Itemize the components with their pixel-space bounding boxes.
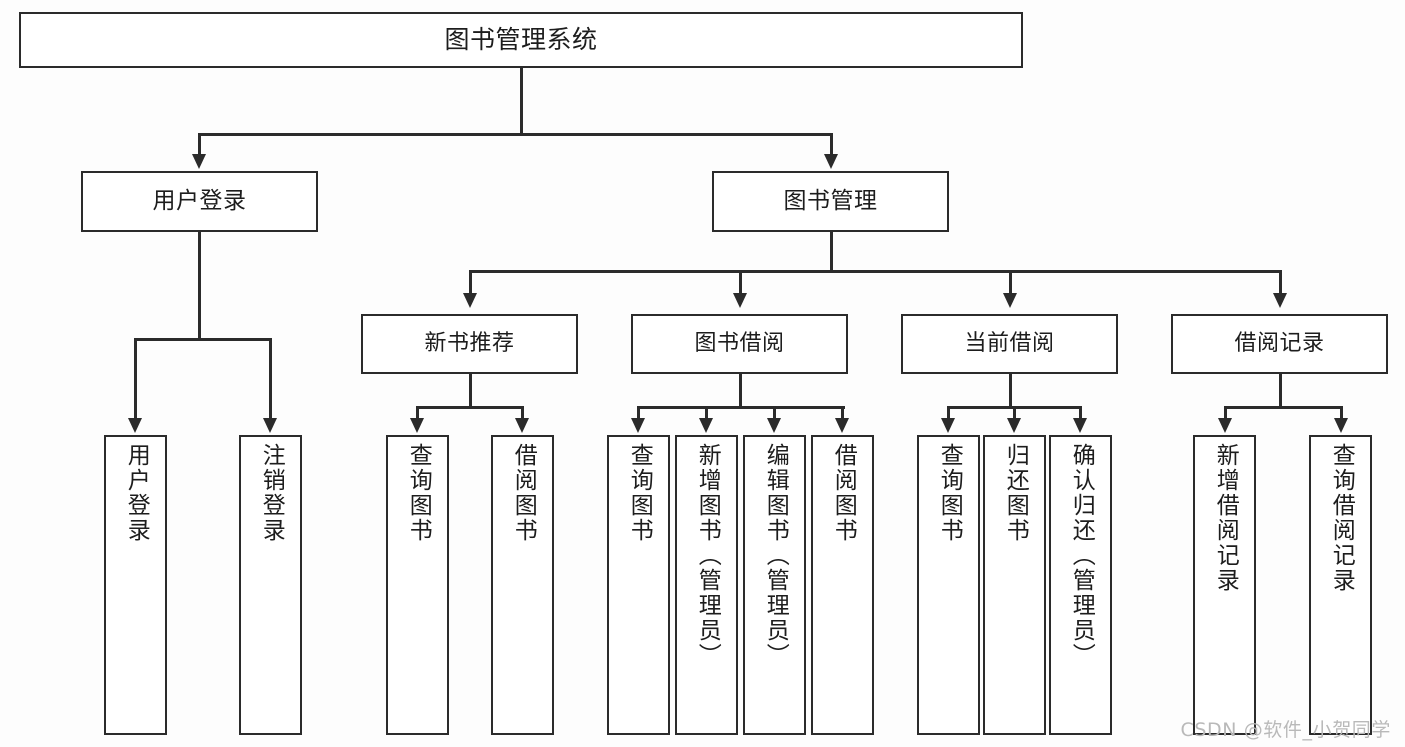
leaf-borrow-borrow-book[interactable]: 借阅图书: [811, 435, 874, 735]
node-label: 图书管理: [783, 187, 878, 214]
arrowhead-icon-current-2: [1007, 418, 1021, 433]
connector-borrow-drop-2: [705, 406, 708, 421]
connector-record-drop-1: [1224, 406, 1227, 421]
node-label: 借阅图书: [830, 443, 857, 543]
connector-level2-drop-3: [1009, 270, 1012, 296]
node-label: 借阅记录: [1234, 331, 1325, 357]
leaf-record-query-record[interactable]: 查询借阅记录: [1309, 435, 1372, 735]
connector-borrow-bus: [637, 406, 845, 409]
connector-level2-drop-2: [739, 270, 742, 296]
arrowhead-icon-user-login-2: [263, 418, 277, 433]
leaf-borrow-edit-book-admin[interactable]: 编辑图书（管理员）: [743, 435, 806, 735]
leaf-recommend-query-book[interactable]: 查询图书: [386, 435, 449, 735]
connector-record-stem: [1279, 374, 1282, 408]
connector-recommend-bus: [416, 406, 524, 409]
node-borrow-record[interactable]: 借阅记录: [1171, 314, 1388, 374]
connector-current-drop-3: [1079, 406, 1082, 421]
arrowhead-icon-current-1: [941, 418, 955, 433]
connector-record-bus: [1224, 406, 1341, 409]
arrowhead-icon-borrow-4: [835, 418, 849, 433]
node-new-book-recommend[interactable]: 新书推荐: [361, 314, 578, 374]
node-label: 编辑图书（管理员）: [762, 443, 789, 668]
node-label: 查询借阅记录: [1328, 443, 1355, 593]
leaf-borrow-add-book-admin[interactable]: 新增图书（管理员）: [675, 435, 738, 735]
connector-borrow-drop-1: [637, 406, 640, 421]
connector-record-drop-2: [1340, 406, 1343, 421]
leaf-current-confirm-return-admin[interactable]: 确认归还（管理员）: [1049, 435, 1112, 735]
connector-level1-drop-1: [198, 133, 201, 157]
arrowhead-icon-user-login-1: [128, 418, 142, 433]
connector-recommend-drop-1: [416, 406, 419, 421]
node-book-management[interactable]: 图书管理: [712, 171, 949, 232]
arrowhead-icon-level1-1: [192, 154, 206, 169]
arrowhead-icon-borrow-1: [631, 418, 645, 433]
connector-level2-bus: [469, 270, 1281, 273]
node-user-login[interactable]: 用户登录: [81, 171, 318, 232]
connector-level1-drop-2: [830, 133, 833, 157]
connector-borrow-drop-4: [841, 406, 844, 421]
arrowhead-icon-recommend-1: [410, 418, 424, 433]
leaf-user-login-logout[interactable]: 注销登录: [239, 435, 302, 735]
node-label: 新增借阅记录: [1212, 443, 1239, 593]
connector-level2-drop-4: [1279, 270, 1282, 296]
connector-user-login-drop-2: [269, 338, 272, 421]
node-label: 借阅图书: [510, 443, 537, 543]
connector-current-stem: [1009, 374, 1012, 408]
connector-root-stem: [520, 68, 523, 134]
arrowhead-icon-level2-1: [463, 293, 477, 308]
arrowhead-icon-recommend-2: [515, 418, 529, 433]
arrowhead-icon-level2-3: [1003, 293, 1017, 308]
connector-level1-bus: [198, 133, 832, 136]
arrowhead-icon-level2-2: [733, 293, 747, 308]
arrowhead-icon-level1-2: [824, 154, 838, 169]
node-book-borrow[interactable]: 图书借阅: [631, 314, 848, 374]
node-current-borrow[interactable]: 当前借阅: [901, 314, 1118, 374]
leaf-current-return-book[interactable]: 归还图书: [983, 435, 1046, 735]
node-label: 当前借阅: [964, 331, 1055, 357]
node-label: 用户登录: [123, 443, 150, 543]
arrowhead-icon-current-3: [1073, 418, 1087, 433]
leaf-recommend-borrow-book[interactable]: 借阅图书: [491, 435, 554, 735]
node-label: 图书管理系统: [444, 25, 598, 55]
arrowhead-icon-level2-4: [1273, 293, 1287, 308]
connector-recommend-stem: [469, 374, 472, 408]
arrowhead-icon-borrow-2: [699, 418, 713, 433]
connector-book-management-stem: [830, 232, 833, 272]
connector-current-drop-2: [1013, 406, 1016, 421]
arrowhead-icon-record-2: [1334, 418, 1348, 433]
arrowhead-icon-borrow-3: [767, 418, 781, 433]
connector-level2-drop-1: [469, 270, 472, 296]
arrowhead-icon-record-1: [1218, 418, 1232, 433]
node-label: 用户登录: [152, 187, 247, 214]
connector-current-drop-1: [947, 406, 950, 421]
leaf-user-login-login[interactable]: 用户登录: [104, 435, 167, 735]
node-label: 新增图书（管理员）: [694, 443, 721, 668]
node-root-book-management-system[interactable]: 图书管理系统: [19, 12, 1023, 68]
node-label: 新书推荐: [424, 331, 515, 357]
connector-user-login-bus: [134, 338, 272, 341]
connector-borrow-stem: [739, 374, 742, 408]
node-label: 查询图书: [626, 443, 653, 543]
connector-user-login-stem: [198, 232, 201, 340]
connector-borrow-drop-3: [773, 406, 776, 421]
node-label: 查询图书: [405, 443, 432, 543]
node-label: 查询图书: [936, 443, 963, 543]
node-label: 注销登录: [258, 443, 285, 543]
leaf-current-query-book[interactable]: 查询图书: [917, 435, 980, 735]
node-label: 图书借阅: [694, 331, 785, 357]
node-label: 归还图书: [1002, 443, 1029, 543]
node-label: 确认归还（管理员）: [1068, 443, 1095, 668]
connector-user-login-drop-1: [134, 338, 137, 421]
leaf-record-add-record[interactable]: 新增借阅记录: [1193, 435, 1256, 735]
leaf-borrow-query-book[interactable]: 查询图书: [607, 435, 670, 735]
connector-recommend-drop-2: [521, 406, 524, 421]
